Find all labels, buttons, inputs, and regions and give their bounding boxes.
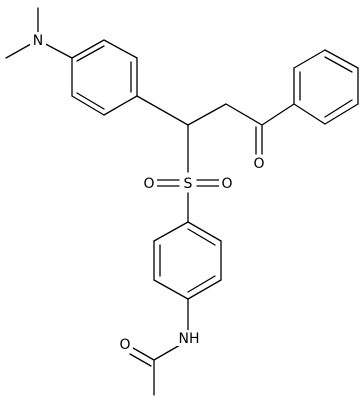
bond-ring3-f <box>293 103 326 125</box>
bond-ring1-e <box>71 95 105 116</box>
bond-ring2-a <box>187 221 222 242</box>
bond-ch2-carbonyl <box>225 103 263 126</box>
bond-ring1-e-inner <box>76 92 105 110</box>
bond-ring3-c-inner <box>324 56 353 73</box>
bond-ring1-methine <box>136 95 189 126</box>
bond-ring1-b <box>103 39 138 59</box>
bond-ring1-d <box>103 95 138 116</box>
bond-ring3-e-inner <box>324 99 353 118</box>
atom-label-amide-nh: NH <box>179 331 200 347</box>
bond-ring2-f <box>153 221 189 242</box>
bond-ring2-c <box>187 279 222 300</box>
atom-label-sulfonyl-o-right: O <box>221 176 232 192</box>
bond-ring1-a <box>71 39 105 59</box>
bond-ring3-b <box>293 49 326 69</box>
bond-ring2-d <box>153 279 189 300</box>
atom-label-sulfonyl-o-left: O <box>143 176 154 192</box>
atom-label-sulfonyl-s: S <box>184 176 193 192</box>
atom-label-ketone-o: O <box>253 156 264 172</box>
bond-ring2-a-inner <box>187 228 216 246</box>
bond-amide-co-a <box>132 347 155 361</box>
atom-labels: N S O O O NH O <box>30 32 267 353</box>
bond-nh-carbonyl <box>153 344 181 361</box>
bond-ring2-c-inner <box>187 275 216 293</box>
atom-label-amine-n: N <box>33 33 43 49</box>
atom-label-amide-o: O <box>119 337 130 353</box>
bond-methine-ch2 <box>187 103 227 126</box>
bond-ring3-c <box>324 49 359 69</box>
bond-amide-co-b <box>129 353 152 367</box>
bond-ring3-e <box>324 103 359 125</box>
bond-carbonyl-phenyl <box>261 103 295 126</box>
bond-ring1-a-inner <box>76 45 105 62</box>
bonds <box>5 7 359 396</box>
